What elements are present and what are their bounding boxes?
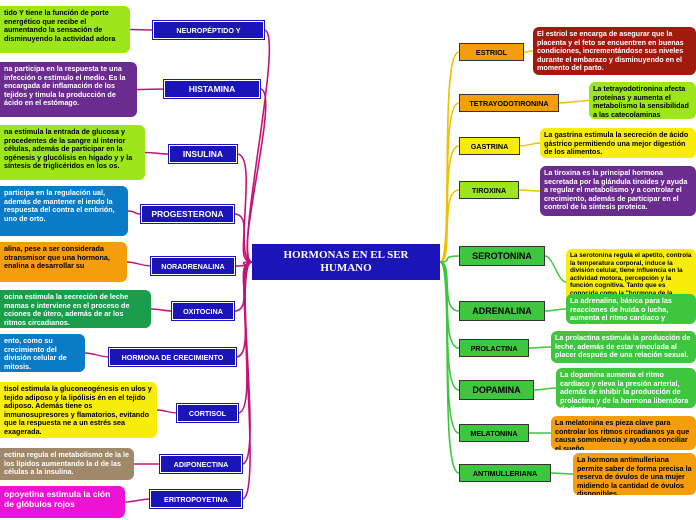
hormone-tiroxina[interactable]: TIROXINA [459,181,519,199]
note-neuropeptido-y: tido Y tiene la función de porte energét… [0,6,130,53]
connector-line [129,28,154,31]
hormone-label: PROGESTERONA [151,209,224,219]
note-progesterona: participa en la regulación ual, además d… [0,186,128,236]
connector-line [439,102,460,263]
note-oxitocina: ocina estimula la secreción de leche mam… [0,290,151,328]
connector-line [234,261,253,267]
connector-line [236,153,253,263]
note-hormona-de-crecimiento: ento, como su crecimiento del división c… [0,334,85,372]
hormone-label: INSULINA [182,149,224,159]
hormone-label: HORMONA DE CRECIMIENTO [121,352,224,362]
hormone-label: TETRAYODOTIRONINA [469,98,549,108]
connector-line [439,189,460,263]
hormone-serotonina[interactable]: SEROTONINA [459,246,545,266]
hormone-histamina[interactable]: HISTAMINA [163,79,261,99]
connector-line [233,213,253,263]
hormone-label: TIROXINA [471,185,507,195]
connector-line [439,255,460,263]
hormone-noradrenalina[interactable]: NORADRENALINA [150,256,236,276]
note-tetrayodotironina: La tetrayodotironina afecta proteínas y … [589,82,696,119]
note-estriol: El estriol se encarga de asegurar que la… [533,27,696,75]
connector-line [439,51,460,263]
note-adrenalina: La adrenalina, básica para las reaccione… [566,294,696,324]
hormone-adrenalina[interactable]: ADRENALINA [459,301,545,321]
connector-line [241,261,253,500]
connector-line [126,261,152,267]
note-dopamina: La dopamina aumenta el ritmo cardiaco y … [556,368,696,408]
hormone-label: ESTRIOL [475,47,508,57]
connector-line [558,99,590,104]
connector-line [533,387,557,391]
connector-line [156,409,178,414]
connector-line [550,472,574,475]
connector-line [150,308,173,312]
hormone-neuropeptido-y[interactable]: NEUROPÉPTIDO Y [152,20,265,40]
hormone-label: PROLACTINA [470,343,518,353]
hormone-label: CORTISOL [188,408,227,418]
connector-line [523,50,534,53]
hormone-label: ADIPONECTINA [173,459,229,469]
connector-line [519,142,541,147]
hormone-label: NORADRENALINA [161,261,225,271]
connector-line [136,88,165,91]
hormone-label: SEROTONINA [472,251,532,261]
connector-line [544,308,567,312]
note-noradrenalina: alina, pese a ser considerada otransmiso… [0,242,127,282]
connector-line [518,189,541,192]
hormone-progesterona[interactable]: PROGESTERONA [140,204,235,224]
hormone-label: HISTAMINA [188,84,236,94]
note-antimulleriana: La hormona antimulleriana permite saber … [573,453,696,495]
note-tiroxina: La tiroxina es la principal hormona secr… [540,166,696,216]
connector-line [124,498,151,503]
hormone-label: DOPAMINA [472,385,521,395]
connector-line [439,145,460,263]
note-prolactina: La prolactina estimula la producción de … [551,331,696,363]
hormone-hormona-de-crecimiento[interactable]: HORMONA DE CRECIMIENTO [108,347,237,367]
note-cortisol: tisol estimula la gluconeogénesis en ulo… [0,382,157,438]
connector-line [84,352,110,358]
hormone-dopamina[interactable]: DOPAMINA [459,380,534,400]
note-histamina: na participa en la respuesta te una infe… [0,62,137,117]
hormone-cortisol[interactable]: CORTISOL [176,403,239,423]
connector-line [233,261,253,312]
hormone-label: ERITROPOYETINA [164,494,228,504]
hormone-label: OXITOCINA [183,306,223,316]
connector-line [439,261,460,312]
hormone-eritropoyetina[interactable]: ERITROPOYETINA [149,489,243,509]
connector-line [246,88,267,263]
connector-line [528,346,552,349]
hormone-melatonina[interactable]: MELATONINA [459,424,529,442]
note-insulina: na estimula la entrada de glucosa y proc… [0,125,145,180]
central-topic-label: HORMONAS EN EL SER HUMANO [283,249,409,274]
central-topic[interactable]: HORMONAS EN EL SER HUMANO [252,244,440,280]
hormone-adiponectina[interactable]: ADIPONECTINA [159,454,243,474]
note-melatonina: La melatonina es pieza clave para contro… [551,416,696,450]
hormone-oxitocina[interactable]: OXITOCINA [171,301,235,321]
hormone-insulina[interactable]: INSULINA [168,144,238,164]
connector-line [439,261,460,474]
hormone-estriol[interactable]: ESTRIOL [459,43,524,61]
connector-line [144,151,170,155]
note-gastrina: La gastrina estimula la secreción de áci… [540,128,696,158]
hormone-prolactina[interactable]: PROLACTINA [459,339,529,357]
hormone-label: GASTRINA [470,141,509,151]
hormone-label: ADRENALINA [472,306,532,316]
hormone-label: ANTIMULLERIANA [472,468,538,478]
connector-line [246,29,271,263]
hormone-tetrayodotironina[interactable]: TETRAYODOTIRONINA [459,94,559,112]
hormone-label: MELATONINA [470,428,518,438]
hormone-gastrina[interactable]: GASTRINA [459,137,520,155]
hormone-antimulleriana[interactable]: ANTIMULLERIANA [459,464,551,482]
note-adiponectina: ectina regula el metabolismo de la le lo… [0,448,134,480]
connector-line [127,210,142,215]
connector-line [544,255,567,283]
connector-line [439,261,460,391]
note-eritropoyetina: opoyetina estimula la ción de glóbulos r… [0,486,125,518]
hormone-label: NEUROPÉPTIDO Y [176,25,241,35]
